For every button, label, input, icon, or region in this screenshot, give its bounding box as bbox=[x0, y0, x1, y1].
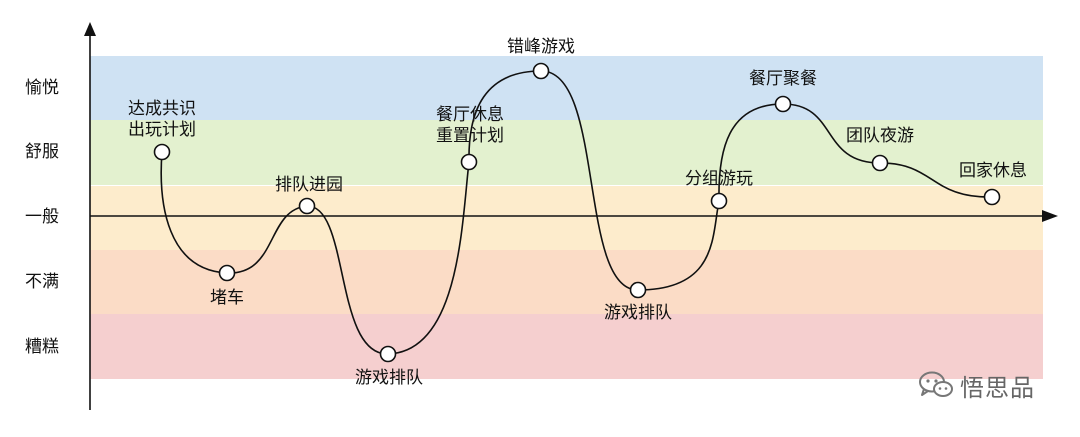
journey-curve-segment bbox=[782, 103, 881, 164]
journey-node bbox=[379, 345, 397, 363]
journey-node bbox=[218, 264, 236, 282]
stage-label: 分组游玩 bbox=[685, 169, 753, 189]
mood-band-4 bbox=[90, 314, 1043, 379]
journey-curve-segment bbox=[718, 103, 784, 202]
journey-curve-segment bbox=[306, 205, 389, 355]
y-axis-arrow bbox=[84, 22, 96, 36]
watermark: 悟思品 bbox=[918, 368, 1035, 402]
stage-label: 游戏排队 bbox=[355, 368, 423, 388]
journey-curve-segment bbox=[387, 161, 470, 355]
stage-label: 达成共识出玩计划 bbox=[128, 99, 196, 140]
stage-label: 餐厅休息重置计划 bbox=[436, 105, 504, 146]
mood-level-label: 舒服 bbox=[25, 142, 59, 162]
mood-band-3 bbox=[90, 250, 1043, 315]
stage-label: 错峰游戏 bbox=[507, 37, 575, 57]
journey-node bbox=[153, 143, 171, 161]
journey-node bbox=[871, 154, 889, 172]
journey-curve-segment bbox=[879, 162, 993, 198]
stage-label: 回家休息 bbox=[959, 161, 1027, 181]
stage-label: 堵车 bbox=[210, 288, 244, 308]
stage-label: 游戏排队 bbox=[604, 303, 672, 323]
journey-node bbox=[629, 281, 647, 299]
mood-level-label: 一般 bbox=[25, 207, 59, 227]
journey-curve-segment bbox=[637, 200, 720, 291]
journey-curve-segment bbox=[540, 70, 639, 291]
stage-label: 餐厅聚餐 bbox=[749, 69, 817, 89]
mood-level-label: 糟糕 bbox=[25, 337, 59, 357]
journey-node bbox=[460, 153, 478, 171]
mood-level-label: 愉悦 bbox=[25, 78, 59, 98]
journey-curve-segment bbox=[226, 205, 308, 274]
x-axis-arrow bbox=[1042, 210, 1058, 222]
journey-node bbox=[710, 192, 728, 210]
stage-label: 排队进园 bbox=[275, 175, 343, 195]
mood-band-2 bbox=[90, 186, 1043, 251]
journey-node bbox=[298, 197, 316, 215]
journey-curve-segment bbox=[468, 70, 542, 163]
mood-level-label: 不满 bbox=[25, 272, 59, 292]
wechat-icon bbox=[919, 371, 953, 397]
journey-curve-segment bbox=[160, 151, 228, 274]
journey-node bbox=[983, 188, 1001, 206]
watermark-text: 悟思品 bbox=[960, 373, 1035, 402]
journey-node bbox=[774, 95, 792, 113]
mood-band-1 bbox=[90, 120, 1043, 185]
stage-label: 团队夜游 bbox=[846, 126, 914, 146]
journey-node bbox=[532, 62, 550, 80]
